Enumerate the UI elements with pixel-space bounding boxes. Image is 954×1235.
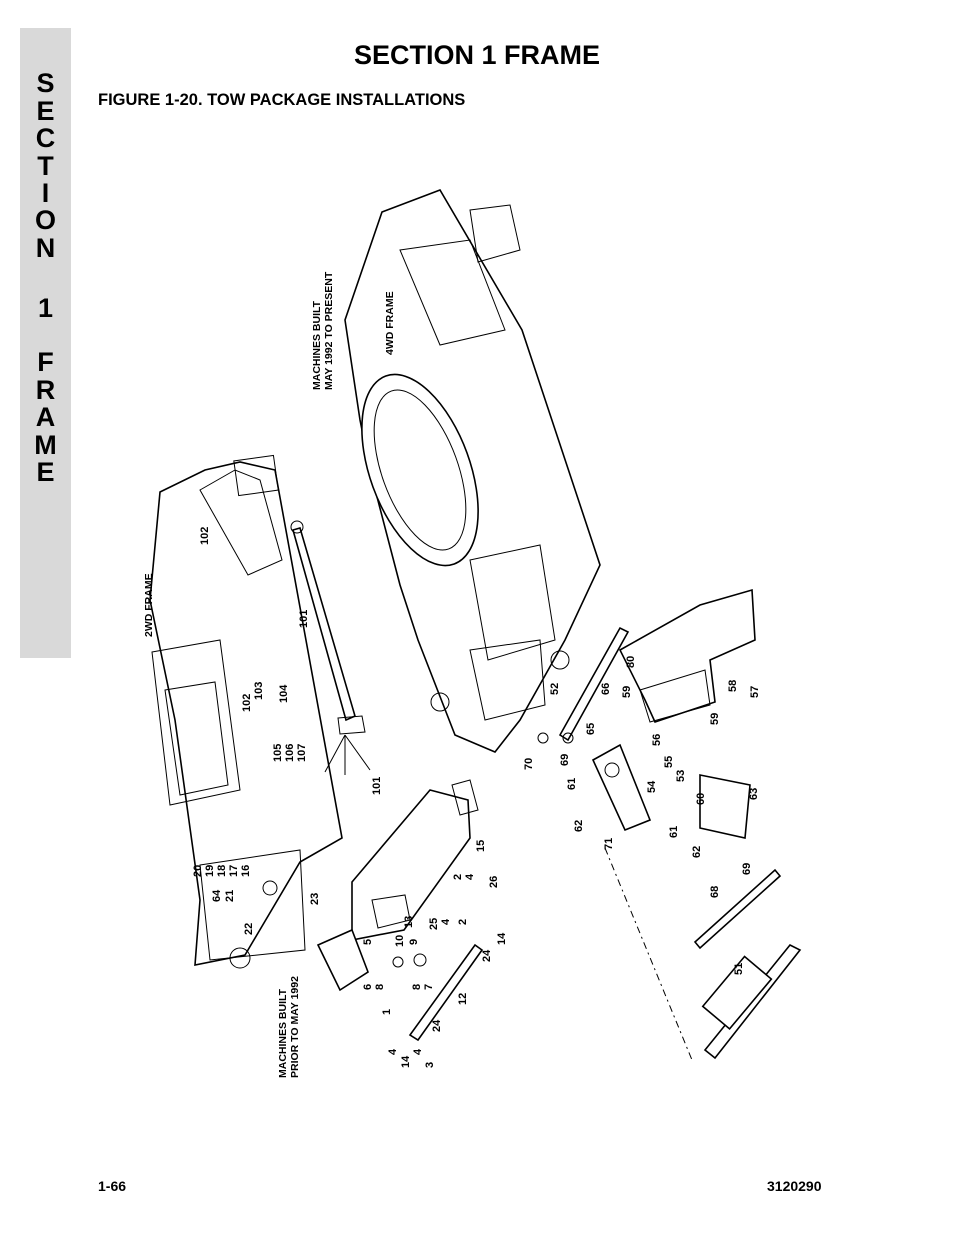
callout: 18: [216, 865, 228, 877]
callout: 2: [452, 874, 464, 880]
callout: 104: [278, 684, 290, 703]
callout: 62: [691, 846, 703, 858]
callout: 80: [625, 656, 637, 668]
label-built-after-line2: MAY 1992 TO PRESENT: [323, 271, 335, 390]
callout: 54: [646, 780, 658, 793]
label-built-before-line2: PRIOR TO MAY 1992: [289, 976, 301, 1078]
side-tab-letter: T: [37, 151, 54, 181]
callout: 2: [457, 919, 469, 925]
callout: 55: [663, 756, 675, 768]
label-built-before-line1: MACHINES BUILT: [277, 988, 289, 1078]
callout: 52: [549, 683, 561, 695]
callout: 69: [559, 754, 571, 766]
callout: 4: [464, 873, 476, 880]
callout: 106: [284, 744, 296, 762]
callout: 61: [668, 826, 680, 838]
callout: 103: [253, 682, 265, 700]
callout: 5: [362, 939, 374, 945]
callout: 62: [573, 820, 585, 832]
callout: 12: [457, 993, 469, 1005]
callout: 25: [428, 918, 440, 930]
callout: 7: [423, 984, 435, 990]
callout: 59: [709, 713, 721, 725]
section-side-tab: S E C T I O N 1 F R A M E: [20, 28, 71, 658]
callout: 13: [403, 916, 415, 928]
callout: 16: [240, 865, 252, 877]
side-tab-letter: E: [36, 457, 55, 487]
callout: 60: [695, 793, 707, 805]
callout: 107: [296, 744, 308, 762]
callout: 68: [709, 886, 721, 898]
side-tab-letter: A: [35, 402, 56, 432]
callout: 61: [566, 778, 578, 790]
callout: 66: [600, 683, 612, 695]
callout: 20: [192, 865, 204, 877]
callout: 57: [749, 686, 761, 698]
figure-caption: FIGURE 1-20. TOW PACKAGE INSTALLATIONS: [98, 91, 466, 109]
callout: 70: [523, 758, 535, 770]
side-tab-letter: S: [36, 68, 55, 98]
callout: 51: [733, 963, 745, 975]
frame-4wd-drawing: [344, 189, 601, 753]
callout: 53: [675, 770, 687, 782]
callout: 17: [228, 865, 240, 877]
callout: 23: [309, 893, 321, 905]
callout: 14: [496, 932, 508, 945]
side-tab-letter: I: [41, 178, 50, 208]
center-line: [604, 847, 693, 1061]
document-number: 3120290: [767, 1178, 822, 1194]
side-tab-letter: C: [35, 123, 56, 153]
tow-bar-101-drawing: [290, 520, 371, 775]
tow-bracket-post-1992-drawing: [537, 588, 802, 1060]
callout: 65: [585, 723, 597, 735]
callout: 9: [408, 939, 420, 945]
callout: 14: [400, 1055, 412, 1068]
side-tab-letter: E: [36, 96, 55, 126]
callout: 56: [651, 734, 663, 746]
callout: 26: [488, 876, 500, 888]
label-2wd-frame: 2WD FRAME: [143, 573, 155, 637]
callout: 10: [394, 935, 406, 947]
side-tab-letter: M: [34, 430, 57, 460]
callout: 101: [371, 777, 383, 795]
callout: 4: [440, 918, 452, 925]
side-tab-letter: R: [35, 375, 56, 405]
callout: 71: [603, 838, 615, 850]
side-tab-letter: F: [37, 347, 54, 377]
callout: 63: [748, 788, 760, 800]
callout: 15: [475, 840, 487, 852]
callout: 105: [272, 744, 284, 762]
callout-group: 102 101 102 103 104 105 106 107 101 20 1…: [192, 527, 761, 1068]
label-4wd-frame: 4WD FRAME: [384, 291, 396, 355]
callout: 4: [387, 1048, 399, 1055]
callout: 6: [362, 984, 374, 990]
callout: 58: [727, 680, 739, 692]
callout: 101: [298, 610, 310, 628]
side-tab-letter: N: [35, 233, 56, 263]
page-number: 1-66: [98, 1178, 127, 1194]
callout: 19: [204, 865, 216, 877]
callout: 102: [199, 527, 211, 545]
callout: 69: [741, 863, 753, 875]
callout: 4: [412, 1048, 424, 1055]
callout: 59: [621, 686, 633, 698]
callout: 24: [431, 1019, 443, 1032]
tow-bracket-pre-1992-drawing: [316, 779, 484, 1042]
callout: 3: [424, 1062, 436, 1068]
callout: 1: [381, 1009, 393, 1015]
callout: 21: [224, 890, 236, 902]
callout: 24: [481, 949, 493, 962]
callout: 8: [374, 984, 386, 990]
side-tab-letter: 1: [37, 293, 54, 323]
label-built-after-line1: MACHINES BUILT: [311, 300, 323, 390]
page-title: SECTION 1 FRAME: [353, 40, 601, 70]
side-tab-letter: O: [34, 205, 56, 235]
callout: 8: [411, 984, 423, 990]
callout: 22: [243, 923, 255, 935]
callout: 102: [241, 694, 253, 712]
frame-2wd-drawing: [149, 454, 343, 969]
callout: 64: [211, 889, 223, 902]
